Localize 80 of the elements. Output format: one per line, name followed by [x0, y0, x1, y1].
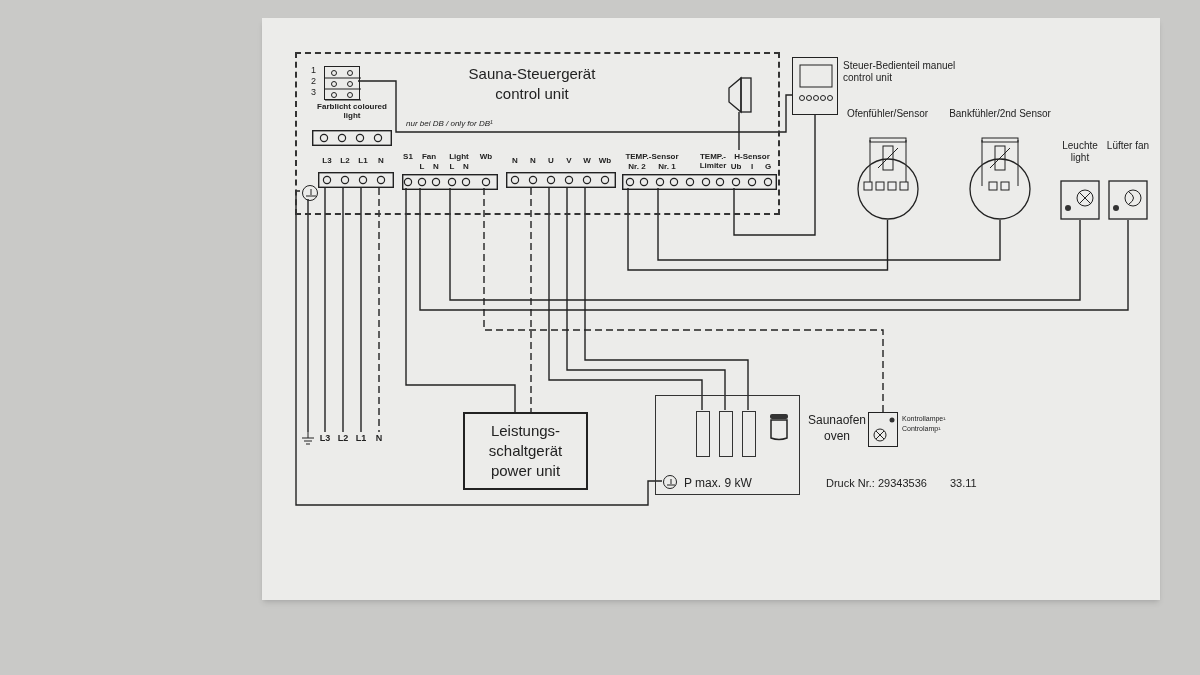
terminal-label: L1: [357, 156, 369, 165]
pin-number: 3: [311, 87, 316, 98]
wire: [360, 187, 362, 433]
wire: [548, 187, 703, 411]
pin-number: 2: [311, 76, 316, 87]
wire: [307, 198, 309, 433]
oven-box: [655, 395, 800, 495]
terminal-label: H-Sensor: [733, 152, 771, 161]
terminal-label: Nr. 2: [627, 162, 647, 171]
wire: [449, 187, 1081, 301]
heating-element: [742, 411, 756, 457]
terminal-label: N: [511, 156, 519, 165]
device-heading: Lüfter fan: [1106, 140, 1150, 152]
print-note: Druck Nr.: 29343536: [826, 478, 927, 489]
power-unit-label: Leistungs- schaltgerät power unit: [487, 421, 564, 481]
terminal-label: Fan: [420, 152, 438, 161]
wire: [733, 114, 816, 236]
fan-unit: [1106, 140, 1150, 220]
device-caption: Saunaofen oven: [806, 412, 868, 444]
terminal-label: U: [547, 156, 555, 165]
terminal-label: I: [749, 162, 755, 171]
terminal-label: N: [432, 162, 440, 171]
wire: [483, 187, 884, 413]
edge-label: nur bei DB / only for DB¹: [404, 119, 495, 129]
terminal-label: N: [377, 156, 385, 165]
unit-label: Sauna-Steuergerät control unit: [467, 64, 597, 104]
wire: [324, 187, 326, 433]
power-unit-box: [463, 412, 588, 490]
wire: [657, 187, 1001, 261]
terminal-label: W: [582, 156, 592, 165]
power-rating: P max. 9 kW: [684, 475, 752, 492]
terminal-label: Nr. 1: [657, 162, 677, 171]
wire: [295, 190, 663, 506]
control-lamp: [868, 412, 898, 447]
terminal-label: N: [462, 162, 470, 171]
terminal-label: TEMP.-Limiter: [698, 152, 728, 170]
terminal-label: TEMP.-Sensor: [624, 152, 680, 161]
wire: [738, 111, 740, 151]
wire: [378, 187, 380, 433]
terminal-label: G: [763, 162, 773, 171]
ground-symbol: [301, 432, 315, 446]
sensor-heading: Bankfühler/2nd Sensor: [948, 108, 1052, 120]
heating-element: [696, 411, 710, 457]
speaker-icon: [727, 74, 755, 114]
terminal-block: [622, 152, 777, 190]
terminal-label: Wb: [478, 152, 494, 161]
wire: [357, 80, 793, 133]
wire: [566, 187, 726, 411]
wire: [342, 187, 344, 433]
terminal-label: L: [418, 162, 426, 171]
terminal-block: [402, 152, 498, 190]
supply-terminal-label: L1: [353, 432, 369, 446]
control-panel: [792, 57, 838, 115]
wire: [405, 187, 516, 413]
plug-connector: [324, 66, 360, 100]
terminal-label: V: [565, 156, 573, 165]
terminal-label: N: [529, 156, 537, 165]
terminal-label: L2: [339, 156, 351, 165]
heating-element: [719, 411, 733, 457]
pin-number: 1: [311, 65, 316, 76]
terminal-label: Ub: [729, 162, 743, 171]
supply-terminal-label: L2: [335, 432, 351, 446]
terminal-label: Farblicht coloured light: [316, 102, 388, 120]
print-note: 33.11: [950, 478, 977, 489]
device-caption: Steuer-Bedienteil manuel control unit: [843, 60, 957, 84]
terminal-label: Wb: [597, 156, 613, 165]
terminal-label: L3: [321, 156, 333, 165]
terminal-label: L: [448, 162, 456, 171]
terminal-label: Light: [448, 152, 470, 161]
device-heading: Leuchte light: [1061, 140, 1099, 164]
wire: [530, 187, 532, 413]
terminal-label: S1: [402, 152, 414, 161]
light-unit: [1058, 140, 1102, 220]
supply-terminal-label: L3: [317, 432, 333, 446]
supply-terminal-label: N: [371, 432, 387, 446]
wire: [627, 187, 889, 271]
sensor-heading: Ofenfühler/Sensor: [845, 108, 930, 120]
wire: [584, 187, 749, 411]
terminal-block: [312, 102, 392, 148]
wire: [419, 187, 1129, 311]
